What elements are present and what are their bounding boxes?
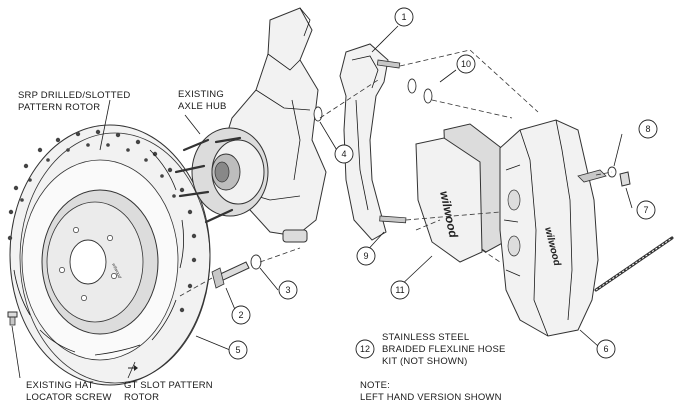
label-gt-slot: GT SLOT PATTERN ROTOR (124, 380, 213, 403)
callout-4: 4 (334, 144, 354, 164)
svg-text:GT SLOT PATTERN: GT SLOT PATTERN (124, 380, 213, 391)
svg-text:KIT (NOT SHOWN): KIT (NOT SHOWN) (382, 356, 468, 367)
rotor-center-bore (69, 239, 107, 285)
svg-text:LEFT HAND VERSION SHOWN: LEFT HAND VERSION SHOWN (360, 392, 502, 403)
label-note: NOTE: LEFT HAND VERSION SHOWN (360, 380, 502, 403)
svg-text:8: 8 (645, 124, 650, 134)
callout-9: 9 (356, 246, 376, 266)
callout-8: 8 (638, 119, 658, 139)
svg-text:NOTE:: NOTE: (360, 380, 390, 391)
knuckle-lower-mount (282, 229, 308, 243)
washer-3 (250, 254, 262, 270)
rotor-edge (19, 132, 211, 384)
mounting-bolt (211, 261, 250, 289)
callout-1: 1 (394, 7, 414, 27)
svg-text:12: 12 (360, 344, 370, 354)
svg-text:5: 5 (235, 345, 240, 355)
svg-text:PATTERN ROTOR: PATTERN ROTOR (18, 102, 100, 113)
svg-text:1: 1 (401, 12, 406, 22)
svg-text:AXLE HUB: AXLE HUB (178, 101, 227, 112)
drill-holes (7, 129, 197, 313)
hat-bolt-holes (59, 227, 117, 301)
callout-5: 5 (228, 340, 248, 360)
callout-11: 11 (390, 280, 410, 300)
svg-text:BRAIDED FLEXLINE HOSE: BRAIDED FLEXLINE HOSE (382, 344, 506, 355)
rotor: wilwood (7, 124, 211, 386)
callout-6: 6 (596, 339, 616, 359)
hat-logo-mark: wilwood (111, 262, 123, 279)
caliper: wilwood (499, 119, 607, 337)
svg-text:11: 11 (395, 285, 404, 295)
svg-text:4: 4 (341, 149, 346, 159)
svg-text:9: 9 (363, 251, 368, 261)
rotation-arrowhead-icon (134, 365, 138, 371)
svg-text:EXISTING: EXISTING (178, 89, 224, 100)
callout-2: 2 (231, 305, 251, 325)
callout-10: 10 (456, 54, 476, 74)
label-rotor: SRP DRILLED/SLOTTED PATTERN ROTOR (18, 90, 130, 113)
caliper-piston-1 (507, 189, 521, 211)
label-axle-hub: EXISTING AXLE HUB (178, 89, 227, 112)
assembly-lines (179, 49, 613, 297)
label-hat-screw: EXISTING HAT LOCATOR SCREW (26, 380, 112, 403)
hat-locator-screw (7, 311, 18, 326)
svg-text:2: 2 (238, 310, 243, 320)
svg-text:7: 7 (643, 205, 648, 215)
pad-front (415, 137, 483, 263)
callout-3: 3 (278, 280, 298, 300)
caliper-bracket (339, 43, 407, 241)
callout-12: 12 (355, 339, 375, 359)
leader-hat-screw (11, 325, 21, 379)
shim-10a (407, 78, 417, 94)
svg-text:3: 3 (285, 285, 290, 295)
caliper-bleeder (577, 169, 607, 183)
rotor-slots (13, 149, 184, 356)
label-hose-kit: STAINLESS STEEL BRAIDED FLEXLINE HOSE KI… (382, 332, 506, 367)
svg-text:STAINLESS STEEL: STAINLESS STEEL (382, 332, 469, 343)
svg-text:10: 10 (461, 59, 471, 69)
svg-text:EXISTING HAT: EXISTING HAT (26, 380, 94, 391)
svg-text:ROTOR: ROTOR (124, 392, 159, 403)
svg-text:6: 6 (603, 344, 608, 354)
shim-10b (423, 88, 433, 104)
bracket-stud-bottom (379, 215, 407, 224)
callout-7: 7 (636, 200, 656, 220)
svg-text:LOCATOR SCREW: LOCATOR SCREW (26, 392, 112, 403)
bleed-screw-7 (619, 171, 631, 187)
shim-4 (313, 106, 323, 122)
caliper-piston-2 (507, 235, 521, 257)
bracket-stud-top (376, 59, 401, 69)
svg-text:SRP DRILLED/SLOTTED: SRP DRILLED/SLOTTED (18, 90, 130, 101)
axle-hub (174, 7, 327, 243)
brake-pads: wilwood (415, 123, 509, 263)
leader-lines (99, 25, 633, 379)
wheel-studs (174, 136, 242, 224)
bracket-body (339, 43, 389, 241)
